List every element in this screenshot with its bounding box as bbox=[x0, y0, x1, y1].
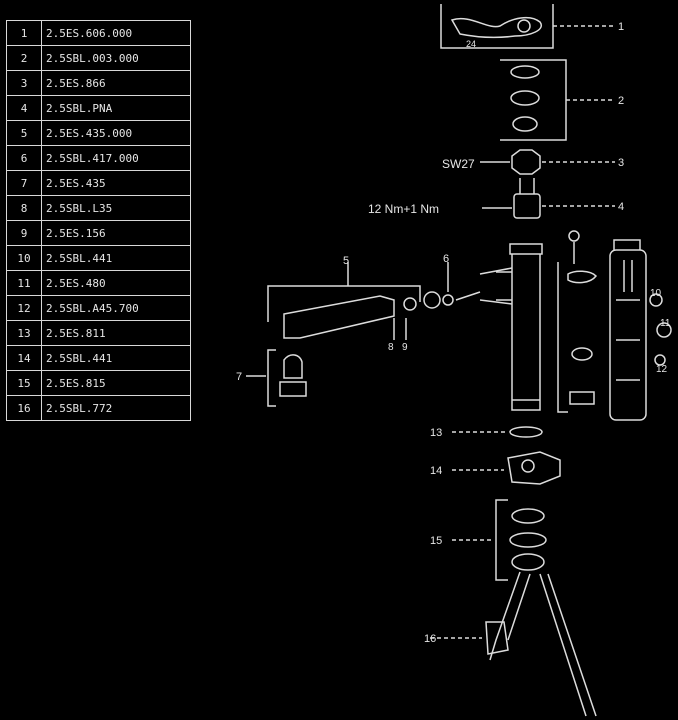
part-4-sleeve bbox=[482, 178, 615, 219]
mixer-body bbox=[479, 243, 543, 411]
part-code: 2.5ES.480 bbox=[41, 270, 191, 296]
callout-16: 16 bbox=[424, 633, 436, 645]
part-code: 2.5ES.811 bbox=[41, 320, 191, 346]
callout-14: 14 bbox=[430, 465, 442, 477]
part-code: 2.5ES.156 bbox=[41, 220, 191, 246]
part-code: 2.5ES.866 bbox=[41, 70, 191, 96]
part-15-fittings bbox=[452, 499, 547, 581]
callout-12: 12 bbox=[656, 364, 668, 375]
part-3-nut bbox=[480, 149, 615, 175]
part-position: 8 bbox=[6, 195, 42, 221]
callout-13: 13 bbox=[430, 427, 442, 439]
callout-10: 10 bbox=[650, 288, 662, 299]
callout-8: 8 bbox=[388, 342, 394, 353]
part-code: 2.5SBL.L35 bbox=[41, 195, 191, 221]
part-5-spout bbox=[267, 262, 481, 340]
callout-7: 7 bbox=[236, 371, 242, 383]
detail-cartridge-right bbox=[609, 239, 672, 421]
callout-1: 1 bbox=[618, 21, 624, 33]
part-position: 15 bbox=[6, 370, 42, 396]
size-annotation: SW27 bbox=[442, 157, 475, 171]
callout-5: 5 bbox=[343, 255, 349, 267]
part-position: 14 bbox=[6, 345, 42, 371]
callout-labels: 1 2 3 4 5 6 7 8 9 10 11 12 13 14 15 16 S… bbox=[236, 21, 671, 645]
part-code: 2.5SBL.772 bbox=[41, 395, 191, 421]
part-code: 2.5ES.435 bbox=[41, 170, 191, 196]
part-position: 1 bbox=[6, 20, 42, 46]
part-14-valve bbox=[452, 451, 561, 485]
part-position: 9 bbox=[6, 220, 42, 246]
part-1-lever: 24 bbox=[440, 4, 615, 49]
part-position: 5 bbox=[6, 120, 42, 146]
callout-11: 11 bbox=[660, 318, 671, 329]
callout-6: 6 bbox=[443, 253, 449, 265]
part-7-aerator bbox=[246, 349, 307, 407]
part-code: 2.5ES.815 bbox=[41, 370, 191, 396]
part-9-pin bbox=[557, 230, 597, 413]
part-code: 2.5SBL.417.000 bbox=[41, 145, 191, 171]
part-position: 10 bbox=[6, 245, 42, 271]
part-code: 2.5SBL.441 bbox=[41, 345, 191, 371]
callout-2: 2 bbox=[618, 95, 624, 107]
part-16-hoses bbox=[430, 571, 597, 717]
callout-4: 4 bbox=[618, 201, 624, 213]
callout-3: 3 bbox=[618, 157, 624, 169]
callout-15: 15 bbox=[430, 535, 442, 547]
torque-annotation: 12 Nm+1 Nm bbox=[368, 202, 439, 216]
callout-9: 9 bbox=[402, 342, 408, 353]
note-top-text: 24 bbox=[466, 39, 476, 49]
part-position: 12 bbox=[6, 295, 42, 321]
part-code: 2.5SBL.PNA bbox=[41, 95, 191, 121]
part-13-ring bbox=[452, 426, 543, 438]
part-2-cartridge bbox=[500, 59, 615, 141]
